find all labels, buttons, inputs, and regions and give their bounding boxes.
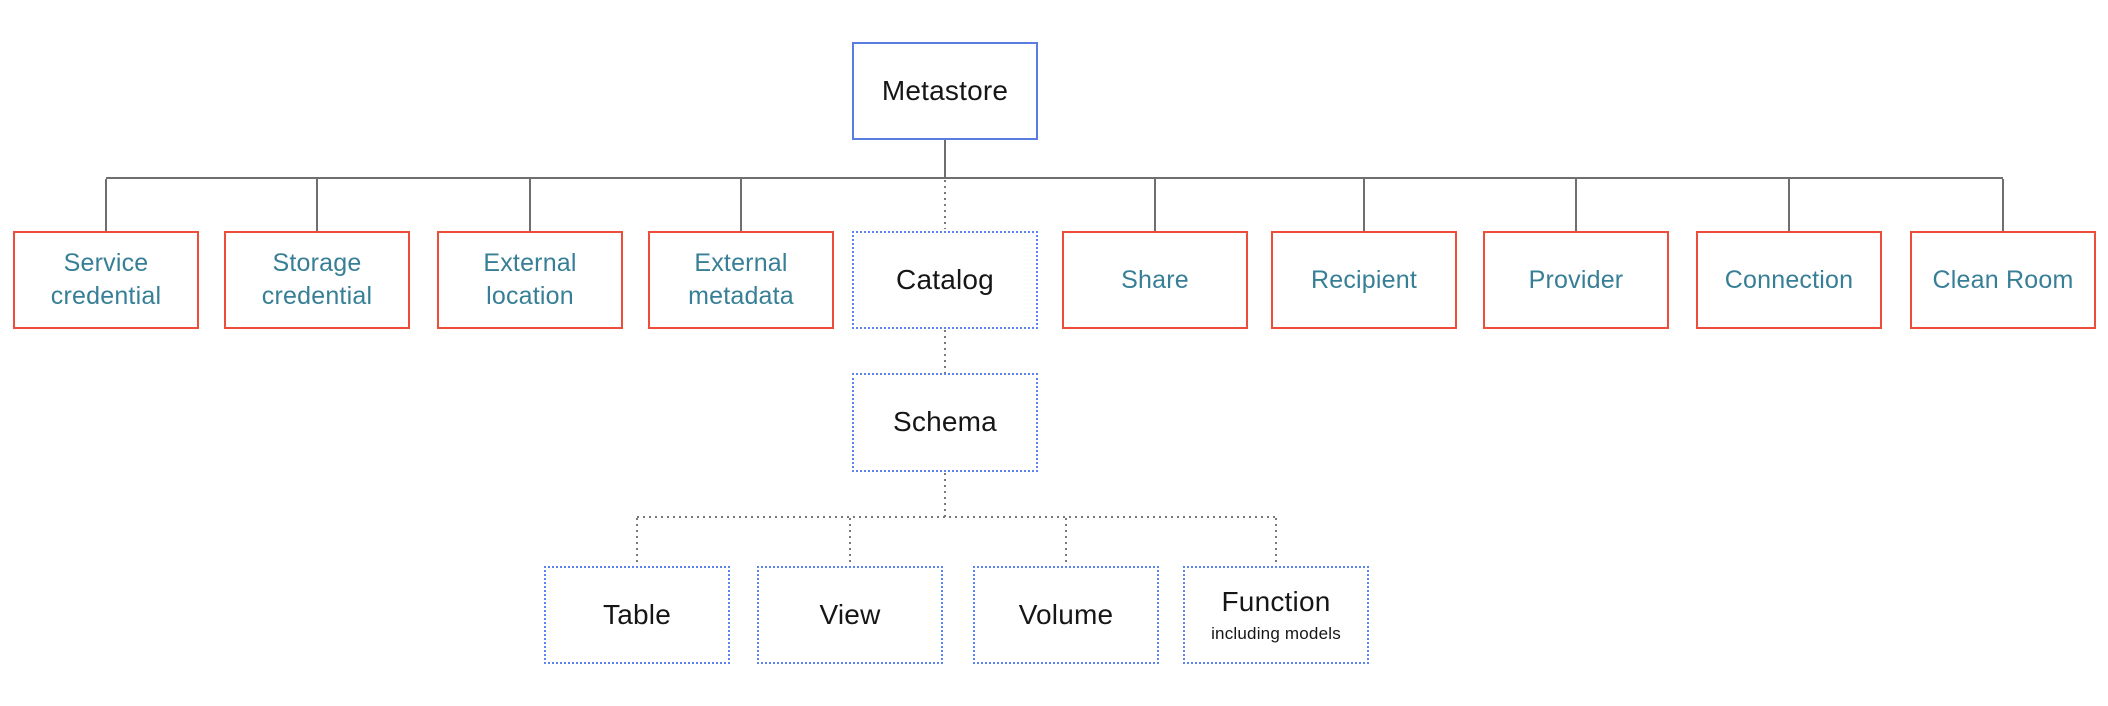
node-clean-room-label: Clean Room: [1932, 265, 2074, 294]
node-external-metadata: External metadata: [648, 231, 834, 329]
node-function-sublabel: including models: [1211, 624, 1341, 644]
node-view: View: [757, 566, 943, 664]
node-recipient-label: Recipient: [1310, 265, 1418, 294]
node-storage-credential: Storage credential: [224, 231, 410, 329]
node-metastore-label: Metastore: [881, 74, 1009, 106]
node-external-location-label: External location: [483, 249, 577, 310]
node-service-credential-label: Service credential: [50, 249, 162, 310]
node-view-label: View: [819, 598, 881, 630]
node-function-label: Function: [1221, 586, 1331, 618]
node-function: Function including models: [1183, 566, 1369, 664]
node-clean-room: Clean Room: [1910, 231, 2096, 329]
node-share-label: Share: [1121, 265, 1189, 294]
node-schema-label: Schema: [893, 406, 997, 438]
node-volume: Volume: [973, 566, 1159, 664]
node-external-metadata-label: External metadata: [688, 249, 794, 310]
node-connection: Connection: [1696, 231, 1882, 329]
node-provider-label: Provider: [1528, 265, 1624, 294]
node-catalog: Catalog: [852, 231, 1038, 329]
node-table-label: Table: [603, 598, 671, 630]
node-volume-label: Volume: [1018, 598, 1114, 630]
node-storage-credential-label: Storage credential: [261, 249, 373, 310]
node-connection-label: Connection: [1724, 265, 1854, 294]
node-provider: Provider: [1483, 231, 1669, 329]
node-recipient: Recipient: [1271, 231, 1457, 329]
node-external-location: External location: [437, 231, 623, 329]
node-share: Share: [1062, 231, 1248, 329]
node-table: Table: [544, 566, 730, 664]
node-schema: Schema: [852, 373, 1038, 472]
node-catalog-label: Catalog: [896, 263, 994, 295]
node-service-credential: Service credential: [13, 231, 199, 329]
node-metastore: Metastore: [852, 42, 1038, 140]
